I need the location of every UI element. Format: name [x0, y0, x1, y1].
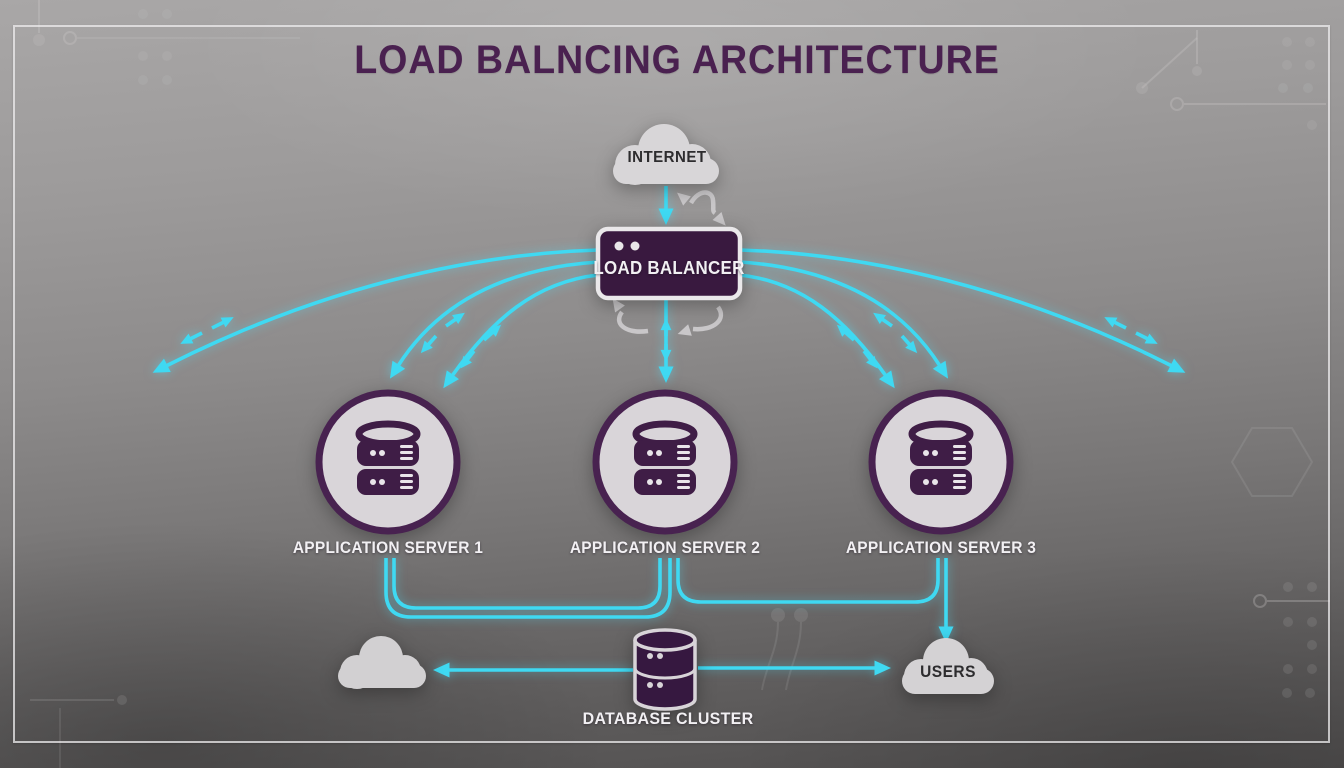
arrow-lb-to-server3-b — [739, 273, 895, 389]
cyan-connection-lines — [152, 186, 1186, 678]
app-server-2-label: APPLICATION SERVER 2 — [569, 539, 761, 557]
left-cloud-icon — [338, 636, 426, 689]
internet-cloud-icon — [613, 124, 719, 185]
sync-arrow-bottom-left — [616, 310, 649, 334]
gray-sync-arrows — [612, 190, 726, 336]
app-server-nodes — [315, 389, 1014, 535]
server3-icon — [868, 389, 1014, 535]
bus-server2-server3 — [676, 558, 940, 604]
sync-arrow-top — [689, 190, 717, 215]
app-server-3-label: APPLICATION SERVER 3 — [845, 539, 1037, 557]
arrow-lb-to-server3-a — [739, 260, 949, 379]
sync-arrow-bottom-right — [692, 305, 724, 332]
window-dot-icon — [630, 241, 640, 251]
app-server-1-label: APPLICATION SERVER 1 — [292, 539, 484, 557]
window-dot-icon — [614, 241, 624, 251]
internet-label: INTERNET — [627, 149, 707, 166]
bus-server1-server2-outer — [384, 558, 672, 619]
database-cluster-icon — [633, 628, 697, 711]
arrow-lb-far-left — [152, 248, 599, 373]
server2-icon — [592, 389, 738, 535]
bus-server1-server2-inner — [392, 558, 662, 610]
server1-icon — [315, 389, 461, 535]
users-label: USERS — [920, 663, 976, 681]
outer-frame-border — [13, 25, 1330, 743]
arrow-lb-to-server1-b — [443, 273, 599, 389]
database-cluster-label: DATABASE CLUSTER — [582, 709, 754, 728]
load-balancer-label: LOAD BALANCER — [593, 258, 745, 278]
users-cloud-icon — [902, 638, 994, 694]
arrow-lb-far-right — [739, 248, 1186, 373]
arrow-lb-to-server1-a — [389, 260, 599, 379]
load-balancer-box — [595, 226, 743, 301]
page-title: LOAD BALNCING ARCHITECTURE — [354, 38, 1000, 82]
